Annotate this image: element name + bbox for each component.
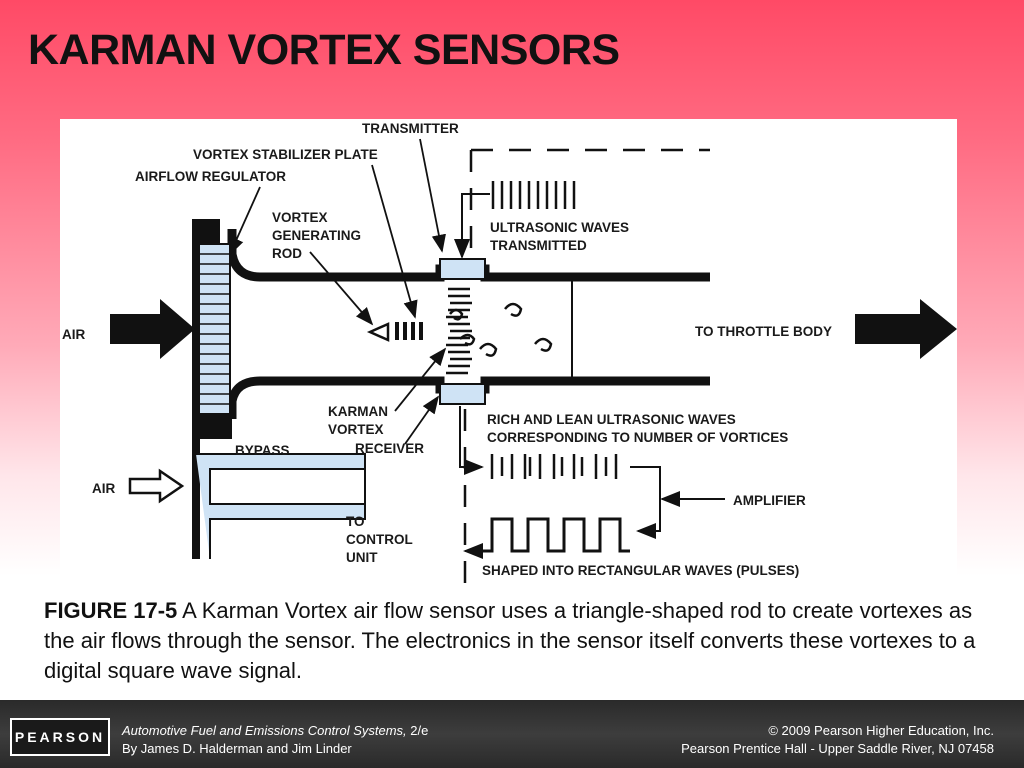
ultrasonic-wave-lines xyxy=(446,287,472,375)
receiver-block xyxy=(439,383,486,405)
publisher-text: Pearson Prentice Hall - Upper Saddle Riv… xyxy=(681,741,994,756)
label-airflow-regulator: AIRFLOW REGULATOR xyxy=(135,169,286,184)
label-air-in: AIR xyxy=(62,327,86,342)
label-rectangular-waves: SHAPED INTO RECTANGULAR WAVES (PULSES) xyxy=(482,563,799,578)
vortex-generating-rod xyxy=(366,322,390,342)
dashed-enclosure xyxy=(469,148,710,259)
label-karman-line2: VORTEX xyxy=(328,422,384,437)
throttle-body-arrow xyxy=(855,299,957,359)
label-rich-lean-line2: CORRESPONDING TO NUMBER OF VORTICES xyxy=(487,430,788,445)
label-control-line3: UNIT xyxy=(346,550,378,565)
figure-caption: FIGURE 17-5 A Karman Vortex air flow sen… xyxy=(44,596,984,686)
label-karman-line1: KARMAN xyxy=(328,404,388,419)
footer-bar: PEARSON Automotive Fuel and Emissions Co… xyxy=(0,700,1024,768)
label-to-throttle-body: TO THROTTLE BODY xyxy=(695,324,832,339)
transmitted-wave-bars xyxy=(491,181,576,209)
rod-leader xyxy=(309,251,374,326)
label-vortex-stabilizer-plate: VORTEX STABILIZER PLATE xyxy=(193,147,378,162)
label-ultrasonic-line2: TRANSMITTED xyxy=(490,238,587,253)
vortex-spirals xyxy=(449,302,553,357)
book-title: Automotive Fuel and Emissions Control Sy… xyxy=(122,723,407,738)
pearson-logo: PEARSON xyxy=(10,718,110,756)
rectangular-pulses xyxy=(472,517,630,553)
figure-label: FIGURE 17-5 xyxy=(44,598,178,623)
copyright-text: © 2009 Pearson Higher Education, Inc. xyxy=(768,723,994,738)
label-control-line1: TO xyxy=(346,514,365,529)
label-rod-line2: GENERATING xyxy=(272,228,361,243)
bypass-channel xyxy=(209,468,366,505)
book-edition: 2/e xyxy=(406,723,429,738)
label-control-line2: CONTROL xyxy=(346,532,413,547)
label-rod-line3: ROD xyxy=(272,246,302,261)
regulator-grid xyxy=(196,253,230,405)
regulator-top-block xyxy=(196,219,220,244)
footer-book-info: Automotive Fuel and Emissions Control Sy… xyxy=(122,722,428,758)
karman-leader xyxy=(394,347,447,412)
label-air-bypass: AIR xyxy=(92,481,116,496)
air-in-arrow xyxy=(110,299,195,359)
karman-vortex-diagram: TRANSMITTER VORTEX STABILIZER PLATE AIRF… xyxy=(60,119,957,589)
transmitter-block xyxy=(439,258,486,280)
label-rich-lean-line1: RICH AND LEAN ULTRASONIC WAVES xyxy=(487,412,736,427)
label-bypass: BYPASS xyxy=(235,443,290,458)
transmitter-leader xyxy=(419,138,446,253)
stabilizer-bars xyxy=(395,322,423,340)
slide-title: KARMAN VORTEX SENSORS xyxy=(28,26,620,74)
received-wave-bars xyxy=(490,454,618,479)
diagram-svg: TRANSMITTER VORTEX STABILIZER PLATE AIRF… xyxy=(62,121,957,584)
bypass-air-arrow xyxy=(128,468,185,504)
amplifier-line xyxy=(630,466,661,539)
label-transmitter: TRANSMITTER xyxy=(362,121,459,136)
receiver-leader xyxy=(404,395,440,445)
airflow-regulator xyxy=(195,243,231,415)
label-amplifier: AMPLIFIER xyxy=(733,493,806,508)
book-authors: By James D. Halderman and Jim Linder xyxy=(122,741,352,756)
label-rod-line1: VORTEX xyxy=(272,210,328,225)
stabilizer-leader xyxy=(371,164,418,319)
receiver-output-line xyxy=(459,406,484,475)
transmitter-feed-line xyxy=(454,193,490,259)
footer-copyright: © 2009 Pearson Higher Education, Inc. Pe… xyxy=(681,722,994,758)
regulator-leader xyxy=(229,186,261,256)
caption-text: A Karman Vortex air flow sensor uses a t… xyxy=(44,598,976,683)
label-ultrasonic-line1: ULTRASONIC WAVES xyxy=(490,220,629,235)
label-receiver: RECEIVER xyxy=(355,441,424,456)
regulator-bottom-block xyxy=(196,414,232,439)
